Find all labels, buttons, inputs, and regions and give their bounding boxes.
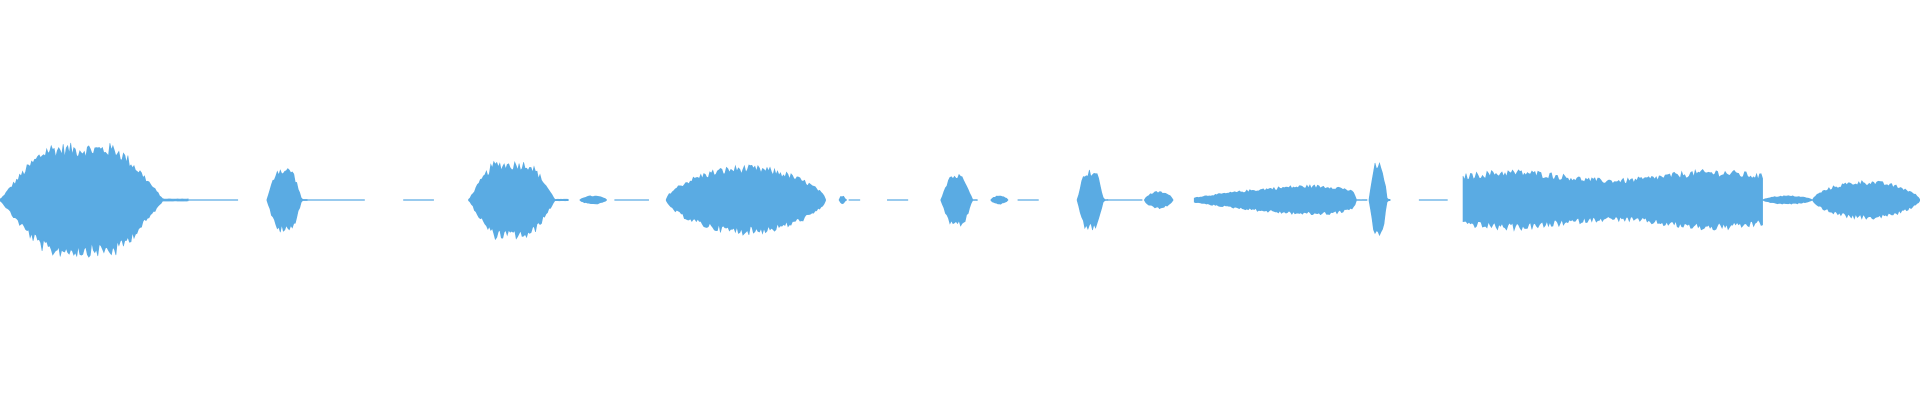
- waveform-segment-12: [940, 173, 978, 227]
- waveform-segment-13: [990, 195, 1009, 205]
- waveform-segment-21: [1462, 168, 1763, 232]
- waveform-segment-5: [468, 160, 569, 241]
- waveform-segment-23: [1812, 180, 1920, 220]
- waveform-segment-18: [1193, 184, 1368, 216]
- waveform-segment-17: [1144, 191, 1174, 210]
- waveform-segment-8: [665, 164, 826, 236]
- waveform-segment-0: [0, 142, 189, 258]
- waveform-segments: [0, 142, 1920, 258]
- waveform-segment-2: [266, 168, 308, 233]
- waveform-segment-6: [579, 195, 608, 205]
- waveform-segment-22: [1762, 195, 1813, 205]
- waveform-segment-9: [838, 195, 848, 205]
- waveform-segment-15: [1076, 169, 1109, 231]
- waveform-segment-19: [1368, 161, 1391, 237]
